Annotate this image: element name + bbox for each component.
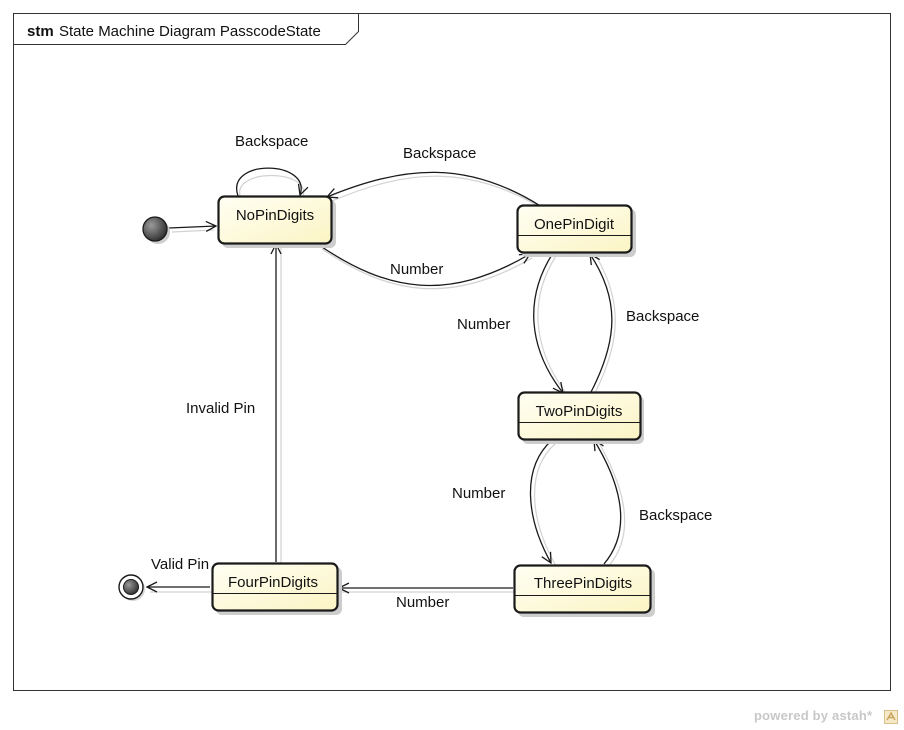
state-onepindigit: OnePinDigit: [516, 204, 636, 257]
label-one-to-two-number: Number: [457, 316, 510, 333]
label-two-to-three-number: Number: [452, 485, 505, 502]
state-nopindigits: NoPinDigits: [217, 195, 336, 248]
label-nopin-self-backspace: Backspace: [235, 133, 308, 150]
label-two-to-one-backspace: Backspace: [626, 308, 699, 325]
state-fourpindigits: FourPinDigits: [211, 562, 342, 615]
label-one-to-no-backspace: Backspace: [403, 145, 476, 162]
transition-shadows: [150, 174, 626, 593]
transition-labels: Backspace Backspace Number Number Backsp…: [151, 133, 712, 611]
label-four-to-final-valid-pin: Valid Pin: [151, 556, 209, 573]
state-label: ThreePinDigits: [534, 575, 632, 592]
state-threepindigits: ThreePinDigits: [513, 564, 655, 617]
label-no-to-one-number: Number: [390, 261, 443, 278]
transition-two-to-three: [529, 439, 553, 563]
transition-nopin-self: [236, 167, 301, 196]
initial-state: [142, 216, 170, 244]
diagram-frame: stm State Machine Diagram PasscodeState: [13, 13, 891, 691]
final-state: [118, 574, 145, 601]
state-label: NoPinDigits: [236, 207, 314, 224]
transitions: [147, 167, 622, 588]
frame-title: State Machine Diagram PasscodeState: [59, 23, 321, 40]
transition-one-to-two: [533, 252, 563, 393]
label-three-to-four-number: Number: [396, 594, 449, 611]
transition-two-to-one: [590, 254, 613, 393]
astah-logo-icon: [884, 710, 898, 724]
transition-three-to-two: [594, 440, 622, 565]
transition-one-to-no: [327, 171, 543, 208]
state-label: OnePinDigit: [534, 216, 615, 233]
transition-no-to-one: [318, 244, 530, 287]
powered-by-astah-watermark: powered by astah*: [754, 708, 873, 723]
state-label: TwoPinDigits: [536, 403, 623, 420]
transition-initial-to-nopin: [168, 226, 216, 228]
label-four-to-no-invalid-pin: Invalid Pin: [186, 400, 255, 417]
frame-keyword: stm: [27, 23, 54, 40]
label-three-to-two-backspace: Backspace: [639, 507, 712, 524]
state-label: FourPinDigits: [228, 574, 318, 591]
state-twopindigits: TwoPinDigits: [517, 391, 644, 444]
